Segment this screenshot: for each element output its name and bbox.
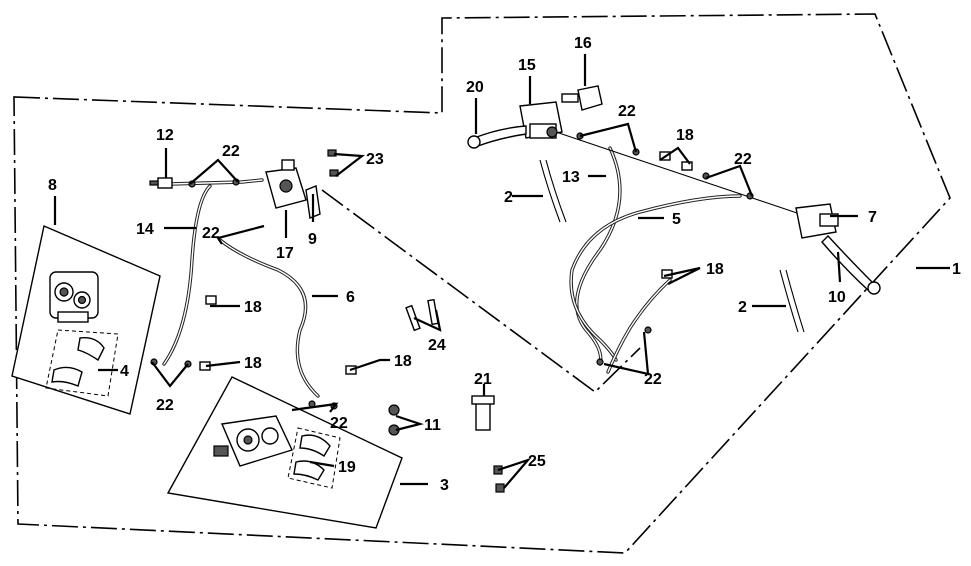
callout-labels: 1 2 2 3 4 5 6 7 8 9 10 11 12 13 14 15 16… bbox=[48, 35, 961, 494]
callout-18-d: 18 bbox=[676, 127, 694, 144]
callout-19: 19 bbox=[338, 459, 356, 476]
callout-13: 13 bbox=[562, 169, 580, 186]
reservoir-cap-16 bbox=[561, 85, 603, 111]
callout-3: 3 bbox=[440, 477, 449, 494]
callout-18-a: 18 bbox=[244, 299, 262, 316]
hose-13 bbox=[575, 146, 622, 366]
bolts-24 bbox=[405, 298, 439, 332]
callout-11: 11 bbox=[424, 417, 441, 434]
callout-18-c: 18 bbox=[394, 353, 412, 370]
callout-22-d: 22 bbox=[330, 415, 348, 432]
callout-22-b: 22 bbox=[202, 225, 220, 242]
callout-1: 1 bbox=[952, 261, 961, 278]
callout-18-b: 18 bbox=[244, 355, 262, 372]
callout-17: 17 bbox=[276, 245, 294, 262]
hose-6 bbox=[218, 238, 320, 398]
switch-wire-right bbox=[779, 269, 805, 333]
callout-22-f: 22 bbox=[734, 151, 752, 168]
brake-lever-left bbox=[467, 125, 527, 149]
callout-2-left: 2 bbox=[504, 189, 513, 206]
rear-pad-set-box bbox=[287, 427, 341, 489]
callout-22-e: 22 bbox=[618, 103, 636, 120]
switch-wire-left bbox=[539, 159, 567, 223]
callout-20: 20 bbox=[466, 79, 484, 96]
callout-16: 16 bbox=[574, 35, 592, 52]
separator-line bbox=[321, 189, 641, 394]
nuts-11 bbox=[388, 404, 400, 436]
switch-21 bbox=[471, 395, 495, 431]
handlebar-line bbox=[549, 129, 801, 215]
master-cylinder-right bbox=[795, 203, 839, 239]
front-pad-set-box bbox=[45, 329, 119, 397]
brake-lever-right bbox=[821, 234, 881, 295]
master-cylinder-left bbox=[519, 101, 563, 139]
callout-12: 12 bbox=[156, 127, 174, 144]
banjo-bolt-12 bbox=[149, 177, 173, 189]
callout-10: 10 bbox=[828, 289, 846, 306]
callout-25: 25 bbox=[528, 453, 546, 470]
leader-lines bbox=[53, 54, 950, 489]
callout-18-e: 18 bbox=[706, 261, 724, 278]
callout-22-c: 22 bbox=[156, 397, 174, 414]
callout-14: 14 bbox=[136, 221, 154, 238]
callout-6: 6 bbox=[346, 289, 355, 306]
callout-9: 9 bbox=[308, 231, 317, 248]
callout-8: 8 bbox=[48, 177, 57, 194]
callout-22-a: 22 bbox=[222, 143, 240, 160]
callout-23: 23 bbox=[366, 151, 384, 168]
callout-22-g: 22 bbox=[644, 371, 662, 388]
bleeder-screws-23 bbox=[327, 149, 339, 177]
rear-caliper-illustration bbox=[213, 415, 293, 467]
callout-21: 21 bbox=[474, 371, 492, 388]
hose-5 bbox=[569, 194, 742, 362]
front-brake-pads bbox=[51, 337, 105, 387]
callout-5: 5 bbox=[672, 211, 681, 228]
rear-brake-pads bbox=[293, 434, 331, 481]
callout-24: 24 bbox=[428, 337, 446, 354]
callout-4: 4 bbox=[120, 363, 129, 380]
callout-7: 7 bbox=[868, 209, 877, 226]
front-caliper-illustration bbox=[49, 271, 99, 323]
assembly-boundary bbox=[13, 13, 951, 554]
callout-15: 15 bbox=[518, 57, 536, 74]
callout-2-right: 2 bbox=[738, 299, 747, 316]
hose-lower-right bbox=[606, 278, 672, 374]
hose-14 bbox=[162, 184, 212, 366]
distributor-valve bbox=[265, 159, 307, 209]
